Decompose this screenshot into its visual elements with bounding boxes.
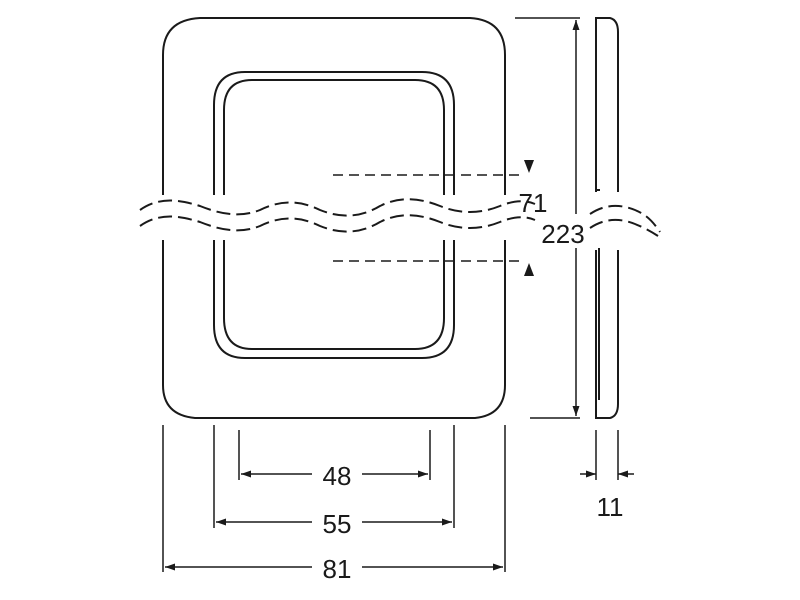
label-pitch: 71: [519, 188, 548, 218]
label-inner-width: 48: [323, 461, 352, 491]
outer-frame: [162, 17, 506, 419]
label-opening-width: 55: [323, 509, 352, 539]
height-dimension: [515, 17, 580, 419]
label-total-height: 223: [541, 219, 584, 249]
label-depth: 11: [597, 492, 624, 522]
side-view-profile: [595, 17, 619, 419]
extension-lines: [162, 425, 506, 572]
pitch-arrow-top: [524, 160, 534, 173]
label-total-width: 81: [323, 554, 352, 584]
pitch-reference-lines: [333, 174, 520, 262]
pitch-arrows: [524, 160, 534, 276]
pitch-arrow-bottom: [524, 263, 534, 276]
break-lines: [139, 198, 661, 237]
inner-opening: [213, 71, 455, 359]
depth-dimension: [580, 430, 634, 480]
